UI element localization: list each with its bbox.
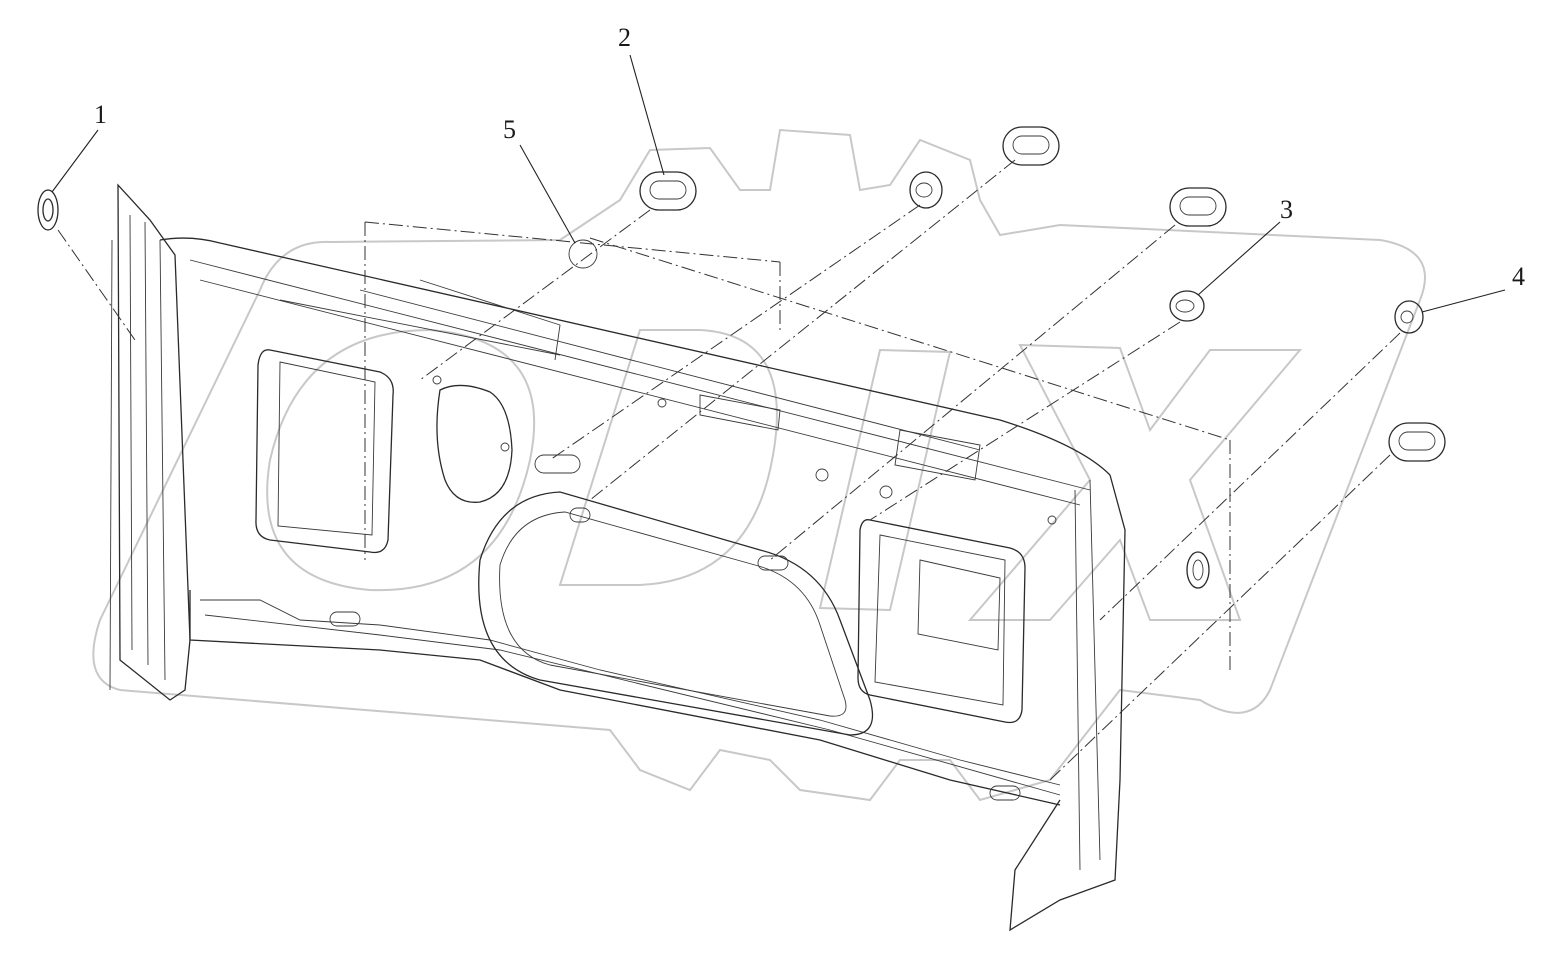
callout-2: 2 (618, 23, 631, 52)
callout-1: 1 (94, 100, 107, 129)
part-2-oval-plug-c (1169, 187, 1227, 227)
callout-5: 5 (503, 115, 516, 144)
part-small-plug (909, 171, 943, 209)
callout-3: 3 (1280, 195, 1293, 224)
part-2-oval-plug (639, 171, 697, 211)
rear-panel (109, 183, 1210, 932)
callout-4: 4 (1512, 262, 1525, 291)
part-1-grommet (37, 189, 59, 231)
watermark (92, 128, 1426, 802)
part-2-oval-plug-b (1002, 126, 1060, 166)
part-5-circle (568, 239, 598, 269)
part-2-oval-plug-d (1388, 422, 1446, 462)
leader-lines (51, 54, 1506, 313)
part-3-plug (1169, 290, 1205, 322)
part-4-plug (1394, 300, 1424, 334)
assembly-lines (57, 159, 1401, 781)
